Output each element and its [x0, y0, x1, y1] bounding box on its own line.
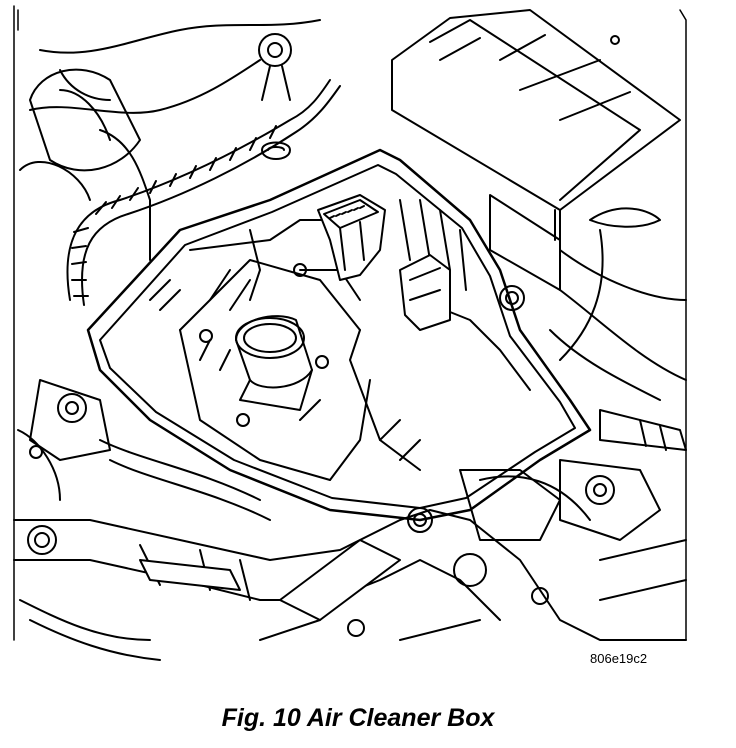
- lower-left-hoses: [19, 439, 481, 661]
- right-hoses: [549, 207, 687, 451]
- left-mount: [17, 379, 111, 501]
- battery: [391, 9, 681, 291]
- intake-duct: [19, 68, 141, 201]
- lower-right-bracket: [453, 459, 687, 605]
- sensor-connector: [261, 141, 291, 160]
- engine-bay-illustration: [13, 5, 687, 661]
- figure-caption-text: Fig. 10 Air Cleaner Box: [221, 704, 495, 732]
- wiring-harness: [29, 19, 341, 306]
- frame-lines: [13, 5, 687, 641]
- outlet-tube: [235, 315, 313, 411]
- air-cleaner-box: [86, 148, 592, 522]
- figure-caption: Fig. 10 Air Cleaner Box: [0, 704, 736, 733]
- figure-reference-code: 806e19c2: [590, 651, 648, 666]
- box-connector: [317, 194, 386, 281]
- sensor-bracket: [399, 254, 525, 331]
